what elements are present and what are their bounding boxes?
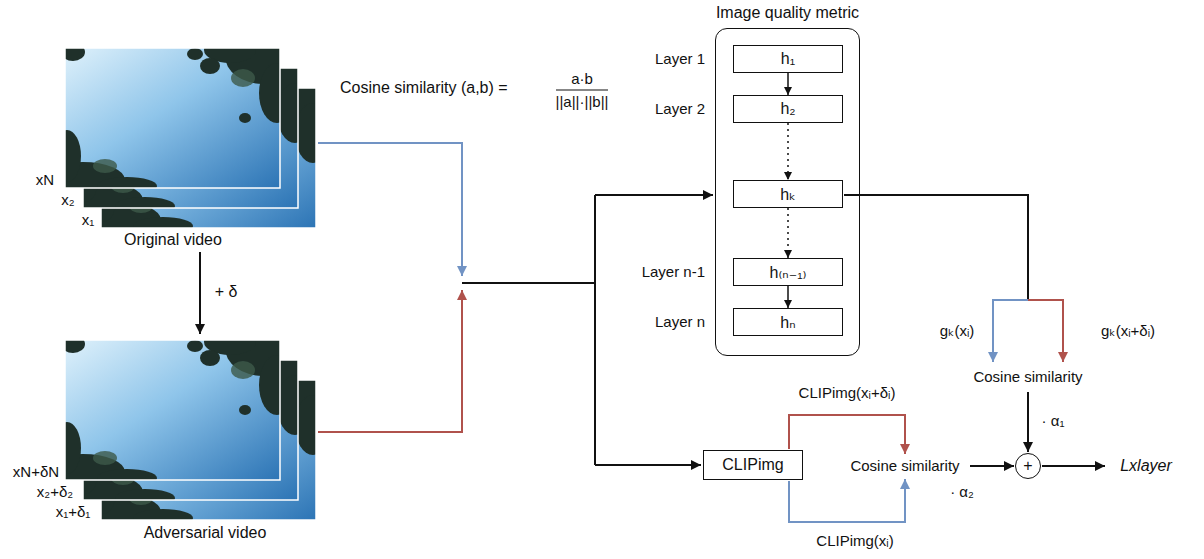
adversarial-video-frames (41, 320, 337, 530)
layer-box: h₂ (733, 95, 843, 123)
flow-arrow (787, 123, 789, 180)
frame-label: x₁+δ₁ (56, 503, 91, 520)
weight-label: · α₂ (950, 483, 974, 500)
weight-arrow (970, 465, 1014, 467)
video-caption: Adversarial video (144, 524, 267, 542)
adversarial-wire (318, 290, 462, 432)
weight-arrow (1027, 392, 1029, 452)
frame-label: x₂ (61, 191, 74, 208)
perturbation-arrow (199, 252, 201, 334)
sum-circle: + (1015, 453, 1041, 479)
frame-label: x₂+δ₂ (37, 483, 73, 500)
box-label: h₁ (781, 50, 795, 68)
clip-original-arrow (789, 479, 905, 522)
perturbation-label: + δ (215, 283, 238, 301)
fraction-bar (556, 89, 608, 90)
layer-box: hₙ (733, 308, 843, 336)
similarity-label: Cosine similarity (850, 457, 959, 474)
original-feature-arrow (993, 300, 1028, 362)
merge-wire (462, 195, 595, 465)
metric-input-arrow (595, 194, 713, 196)
group-title: Image quality metric (716, 4, 859, 22)
original-video-frames (41, 28, 337, 238)
frame-label: xN+δN (13, 463, 59, 480)
frame-label: xN (36, 171, 54, 188)
box-label: CLIPimg (722, 456, 783, 474)
layer-box: hₖ (733, 180, 843, 208)
layer-label: Layer n-1 (642, 263, 705, 280)
box-label: h₂ (780, 100, 795, 118)
metric-container: Image quality metrich₁h₂hₖh₍ₙ₋₁₎hₙ (715, 28, 860, 356)
feature-wire (844, 195, 1028, 300)
encoder-box: CLIPimg (703, 450, 803, 480)
layer-label: Layer n (655, 313, 705, 330)
weight-label: · α₁ (1042, 412, 1065, 429)
embedding-label: CLIPimg(xᵢ+δᵢ) (799, 384, 896, 401)
formula-text: Cosine similarity (a,b) = (340, 79, 508, 97)
flow-arrow (787, 73, 789, 95)
clip-input-arrow (595, 464, 701, 466)
feature-label: gₖ(xᵢ) (940, 322, 975, 339)
loss-arrow (1042, 465, 1105, 467)
layer-label: Layer 2 (655, 100, 705, 117)
layer-label: Layer 1 (655, 50, 705, 67)
layer-box: h₁ (733, 45, 843, 73)
layer-box: h₍ₙ₋₁₎ (733, 258, 843, 286)
formula-denominator: ||a||·||b|| (556, 93, 609, 110)
box-label: h₍ₙ₋₁₎ (770, 263, 807, 282)
frame-label: x₁ (82, 211, 95, 228)
adversarial-feature-arrow (1028, 300, 1063, 362)
box-label: + (1023, 458, 1032, 474)
feature-label: gₖ(xᵢ+δᵢ) (1101, 322, 1155, 339)
similarity-label: Cosine similarity (973, 368, 1082, 385)
clip-adversarial-arrow (789, 415, 905, 454)
flow-arrow (787, 208, 789, 258)
loss-label: Lxlayer (1120, 457, 1172, 475)
embedding-label: CLIPimg(xᵢ) (816, 532, 893, 549)
formula-numerator: a·b (571, 70, 593, 87)
box-label: hₖ (780, 185, 796, 204)
box-label: hₙ (780, 313, 795, 332)
video-caption: Original video (124, 231, 222, 249)
wires (200, 90, 1105, 522)
original-wire (318, 143, 462, 276)
flow-arrow (787, 286, 789, 308)
